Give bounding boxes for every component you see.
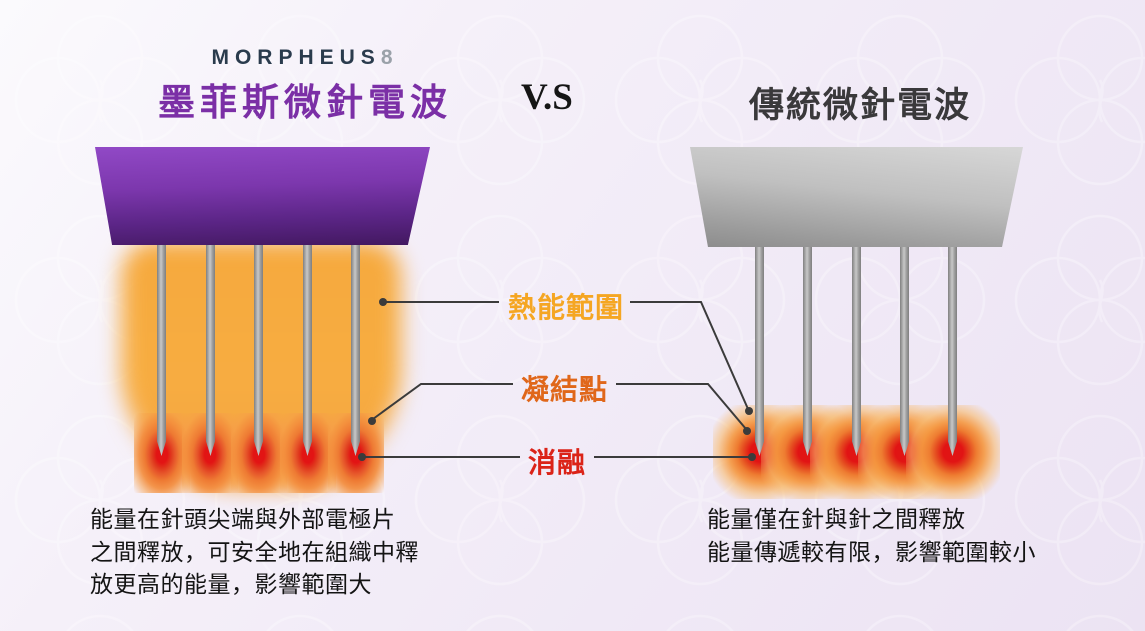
morpheus-device-head bbox=[95, 147, 430, 245]
caption-line: 放更高的能量，影響範圍大 bbox=[90, 571, 372, 597]
ablation-label: 消融 bbox=[528, 448, 587, 479]
versus-text: V.S bbox=[521, 77, 573, 118]
right-needle bbox=[755, 247, 764, 456]
right-needle bbox=[900, 247, 909, 456]
brand-digit: 8 bbox=[380, 46, 399, 69]
left-needle bbox=[303, 243, 312, 456]
left-needle bbox=[254, 243, 263, 456]
right-needle bbox=[803, 247, 812, 456]
connector-coag-left bbox=[372, 383, 513, 420]
connector-heat-right bbox=[630, 301, 749, 410]
left-needle bbox=[206, 243, 215, 456]
caption-line: 能量在針頭尖端與外部電極片 bbox=[90, 506, 396, 532]
caption-line: 能量傳遞較有限，影響範圍較小 bbox=[707, 538, 1036, 565]
coagulation-point-label: 凝結點 bbox=[521, 375, 609, 406]
brand-wordmark: MORPHEUS8 bbox=[150, 46, 460, 70]
connector-dot bbox=[748, 453, 756, 461]
left-device-caption: 能量在針頭尖端與外部電極片 之間釋放，可安全地在組織中釋 放更高的能量，影響範圍… bbox=[90, 503, 419, 601]
traditional-device-head bbox=[690, 147, 1023, 247]
left-needle bbox=[351, 243, 360, 456]
caption-line: 之間釋放，可安全地在組織中釋 bbox=[90, 538, 419, 565]
right-device-caption: 能量僅在針與針之間釋放 能量傳遞較有限，影響範圍較小 bbox=[707, 503, 1036, 568]
left-needle bbox=[157, 243, 166, 456]
connector-dot bbox=[745, 407, 753, 415]
caption-line: 能量僅在針與針之間釋放 bbox=[707, 506, 966, 532]
connector-dot bbox=[358, 453, 366, 461]
connector-dot bbox=[743, 427, 751, 435]
right-needle bbox=[948, 247, 957, 456]
connector-dot bbox=[368, 417, 376, 425]
right-needle bbox=[852, 247, 861, 456]
left-device-title: 墨菲斯微針電波 bbox=[158, 83, 452, 124]
heat-range-label: 熱能範圍 bbox=[508, 293, 625, 324]
connector-dot bbox=[379, 298, 387, 306]
right-device-title: 傳統微針電波 bbox=[748, 86, 971, 125]
connector-coag-right bbox=[616, 383, 747, 430]
brand-name: MORPHEUS bbox=[211, 46, 381, 69]
